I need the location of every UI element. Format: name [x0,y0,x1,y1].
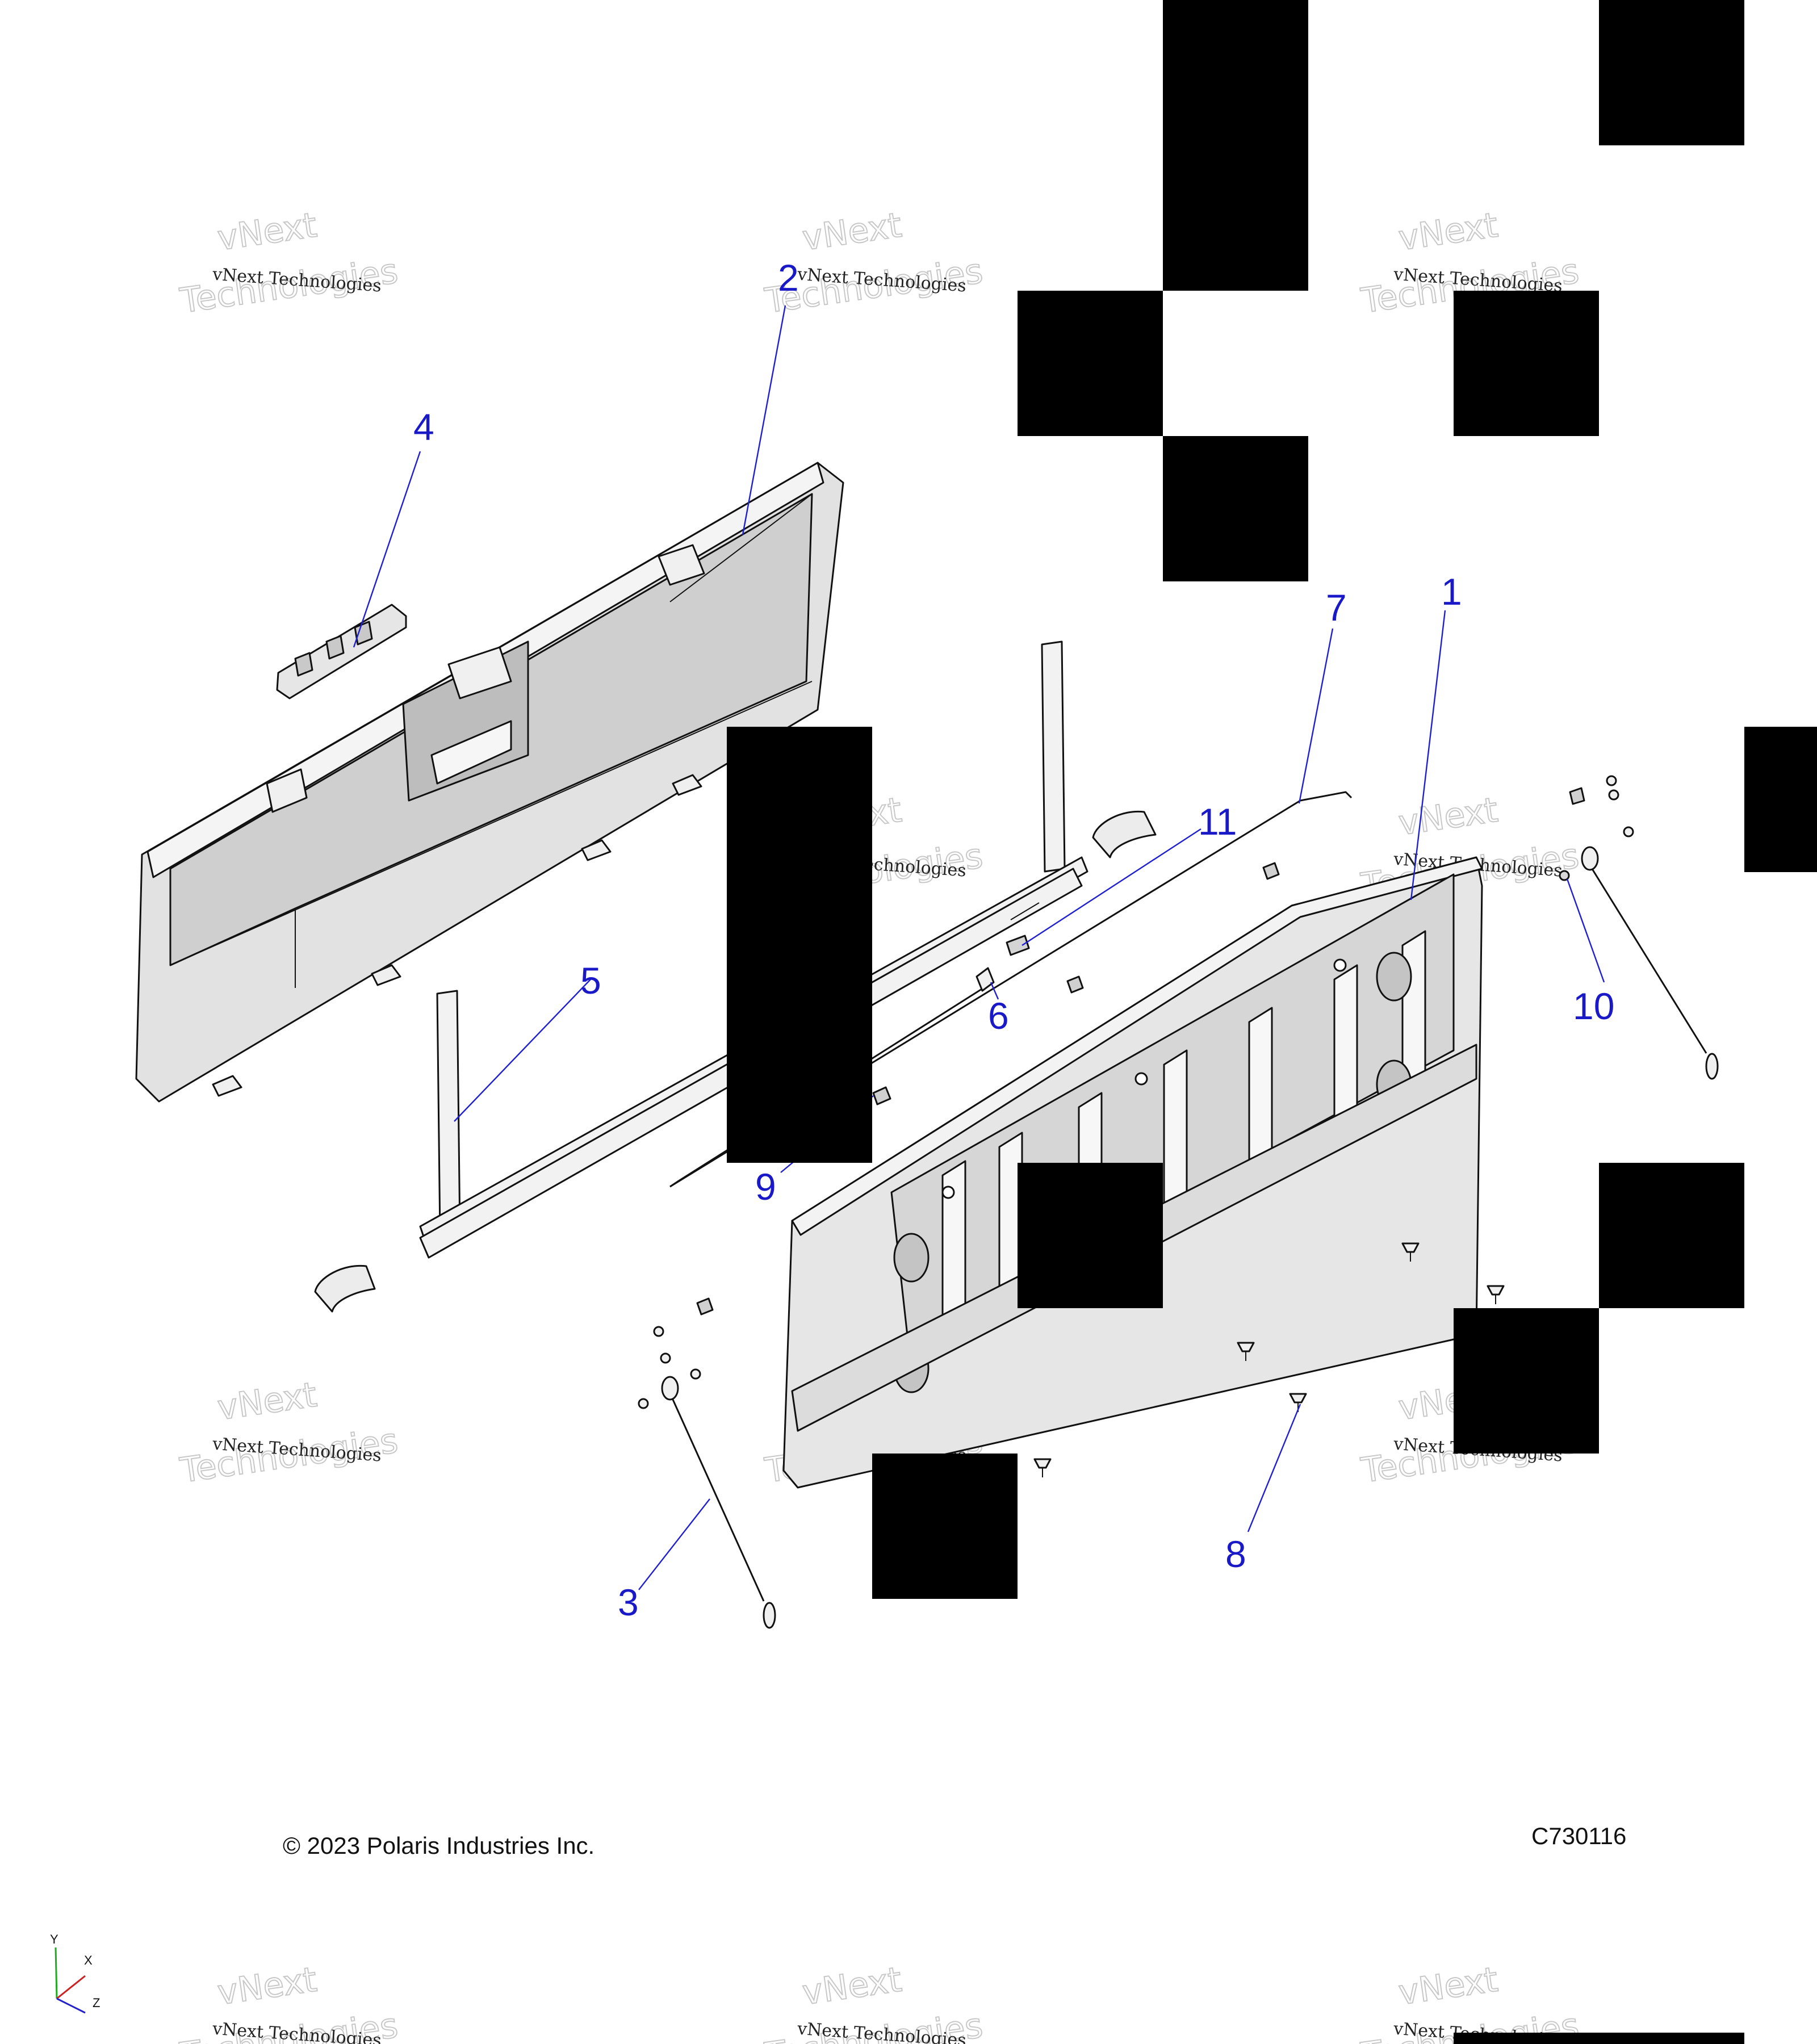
tailgate-inner-panel [135,462,844,1103]
screws [1033,1242,1505,1477]
watermark-tile: vNext Technologies vNext Technologies [177,1375,401,1492]
leader-line-10 [1566,878,1605,983]
callout-8: 8 [1225,1533,1246,1575]
callout-2: 2 [778,257,799,299]
leader-line-1 [1410,610,1446,900]
tailgate-outer-panel [782,856,1483,1489]
leader-line-11 [1021,828,1201,946]
watermark-vnext: vNext [215,1960,319,2013]
sleeve-left [314,1264,376,1313]
leader-line-5 [454,979,591,1122]
latch-rod-lower [669,984,989,1188]
callout-7: 7 [1326,587,1347,629]
callout-1: 1 [1441,571,1462,613]
callout-6: 6 [988,995,1009,1037]
watermark-tile: vNext Technologies vNext Technologies [1358,1959,1582,2044]
watermark-vnext: vNext [1396,790,1500,844]
watermark-vnext: vNext [800,1960,904,2013]
watermark-tile: vNext Technologies vNext Technologies [177,205,401,322]
axis-y-label: Y [50,1932,58,1946]
watermark-vnext: vNext [215,1375,319,1429]
callout-5: 5 [580,960,601,1002]
tailgate-cable-left [638,1326,776,1629]
nut-insert [1066,975,1084,994]
watermark-vnext: vNext [1396,206,1500,259]
nut-insert [696,1297,714,1316]
leader-line-8 [1247,1404,1301,1532]
watermark-tile: vNext Technologies vNext Technologies [177,1959,401,2044]
callout-10: 10 [1573,985,1614,1027]
watermark-vnext: vNext [800,206,904,259]
drawing-number: C730116 [1531,1823,1626,1849]
axis-z-label: Z [93,1996,100,2010]
rod-clip [976,967,995,992]
leader-line-3 [638,1498,710,1590]
leader-line-7 [1298,628,1334,804]
axis-x-label: X [84,1953,93,1967]
leader-line-2 [742,305,786,535]
washer [1559,870,1570,881]
axis-triad-icon: Y X Z [50,1932,100,2014]
callout-4: 4 [413,406,434,448]
nut-insert [1262,862,1280,880]
callout-11: 11 [1198,801,1237,843]
leader-line-4 [353,451,421,648]
redaction-blocks [727,0,1817,2044]
watermark-tile: vNext Technologies vNext Technologies [762,1959,986,2044]
spring [1006,935,1030,956]
leader-line-6 [990,982,999,1000]
copyright-text: © 2023 Polaris Industries Inc. [283,1832,594,1859]
nut-insert [872,1086,891,1105]
sleeve-right [1092,810,1157,858]
callout-3: 3 [618,1581,639,1623]
handle-bracket [276,604,407,700]
watermark-vnext: vNext [215,206,319,259]
tailgate-cable-right [1569,775,1719,1080]
watermark-vnext: vNext [1396,1960,1500,2013]
latch-rod [669,791,1353,1188]
callout-9: 9 [755,1166,776,1208]
